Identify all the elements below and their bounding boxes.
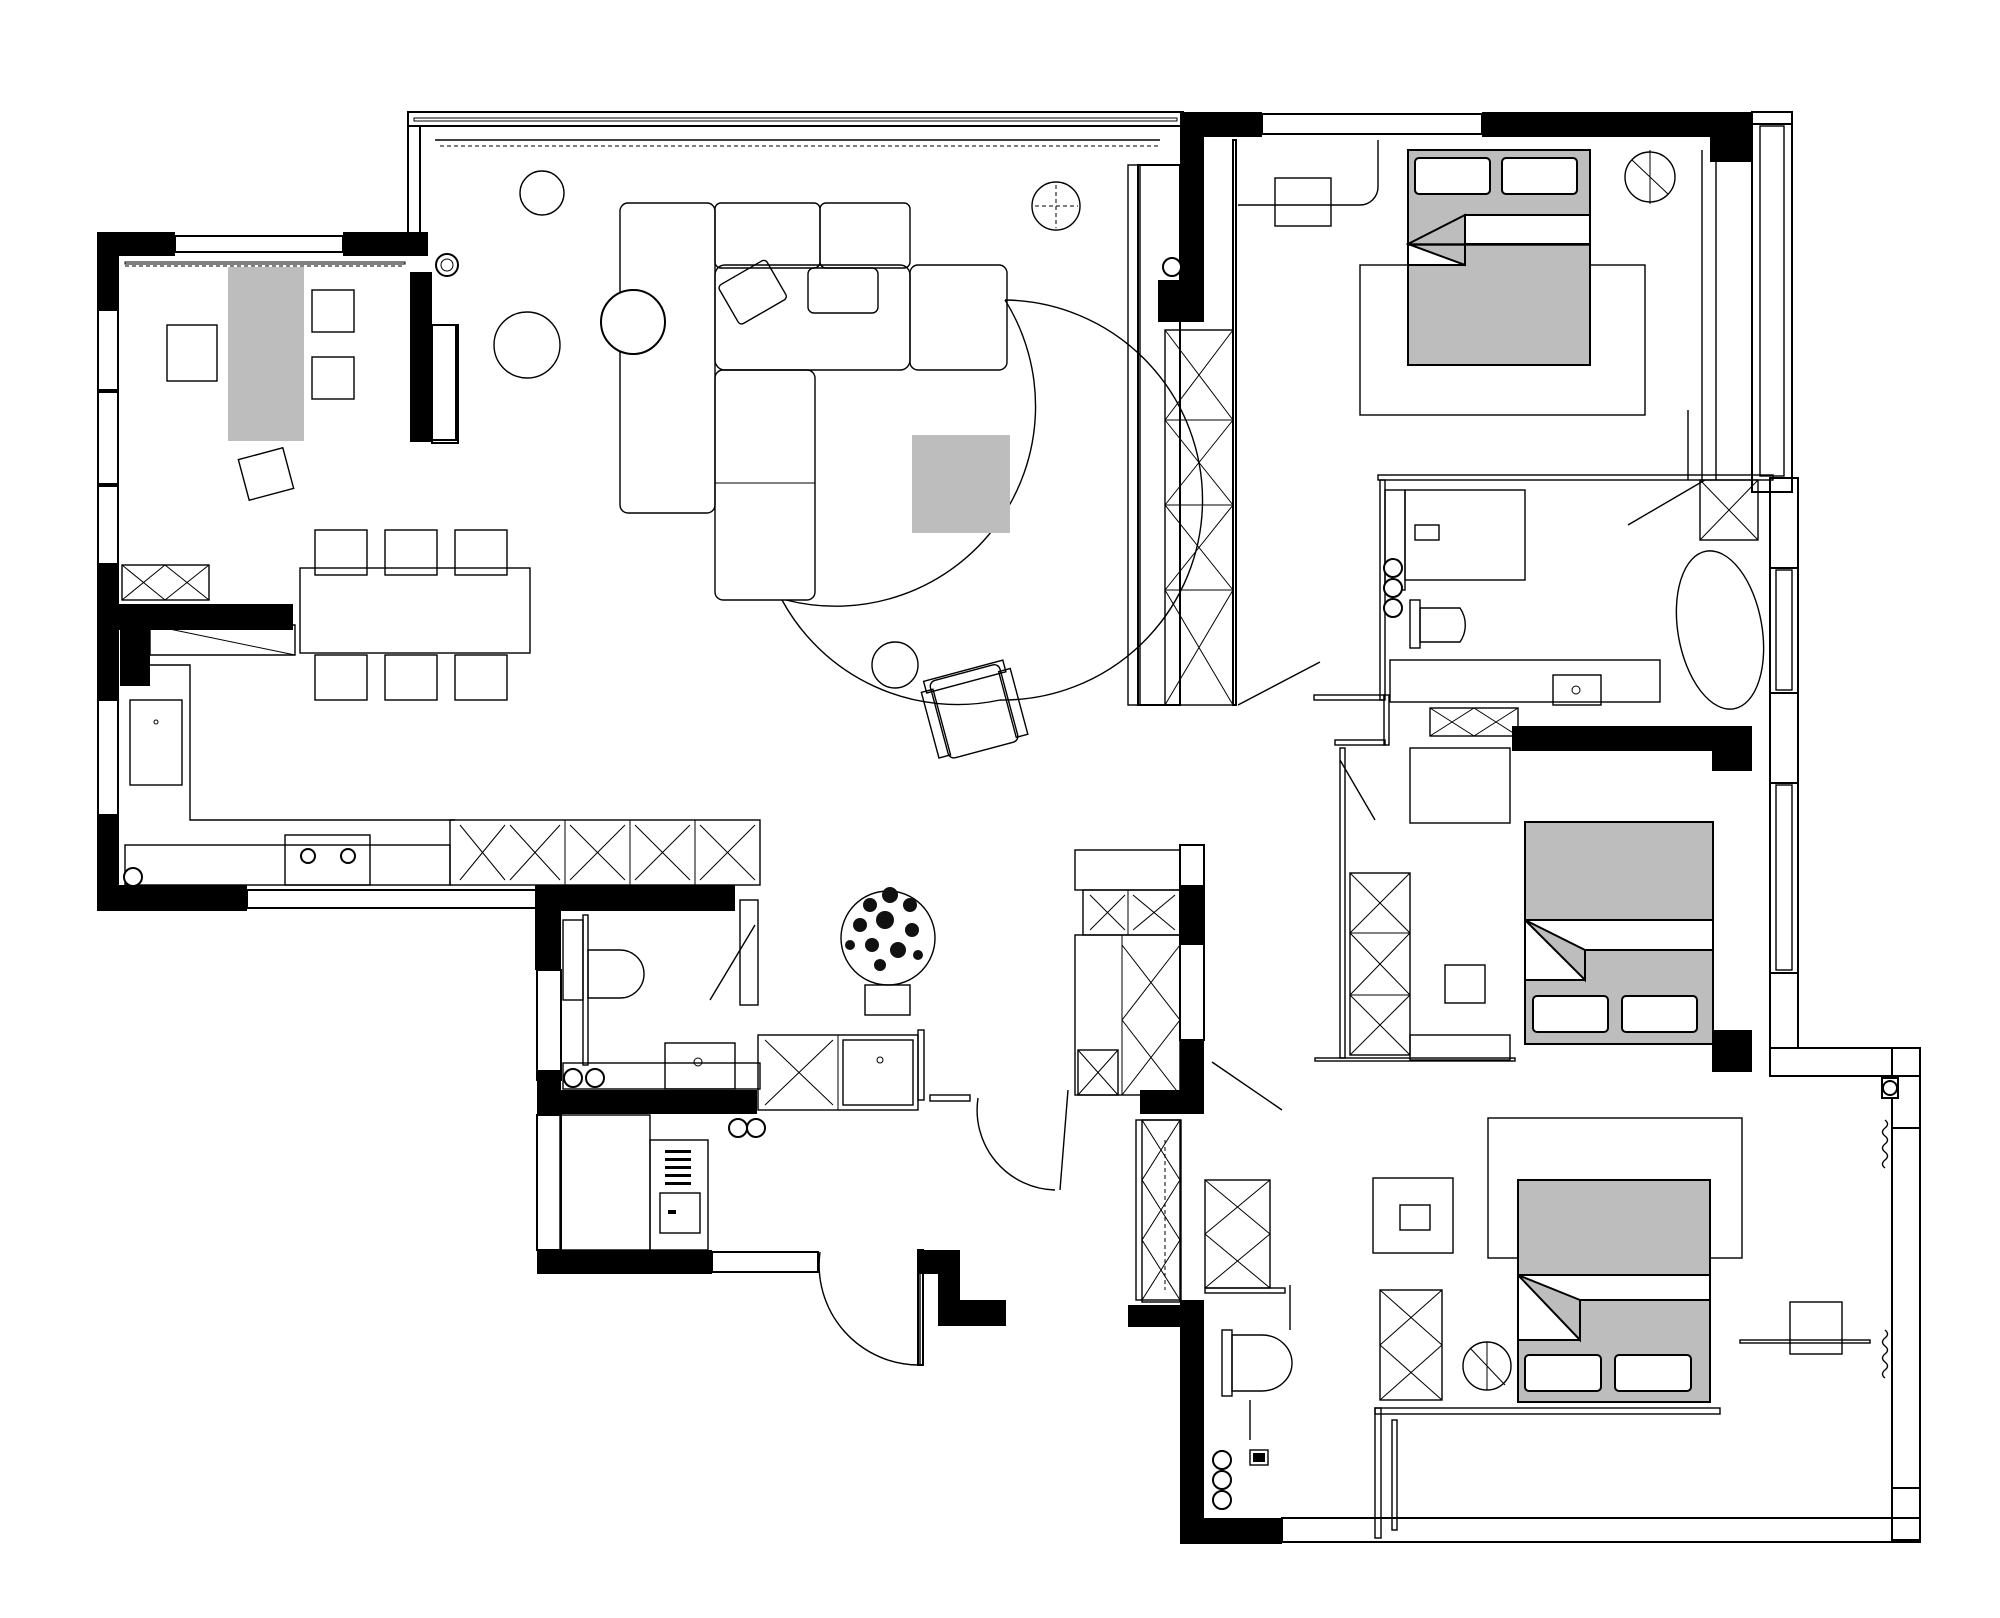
bedroom-3: [1372, 1077, 1899, 1539]
kitchen: [121, 529, 761, 887]
master-bathroom: [1377, 474, 1774, 737]
study-furniture: [124, 253, 459, 502]
plant-icon: [845, 887, 923, 971]
bedroom-2: [1314, 747, 1714, 1062]
guest-bathroom: [1141, 1061, 1293, 1510]
wardrobe-master: [1162, 139, 1321, 706]
hall-wardrobe: [1074, 849, 1182, 1301]
powder-room: [562, 899, 919, 1138]
laundry: [559, 1114, 709, 1251]
entrance: [818, 887, 1069, 1366]
living-room: [493, 170, 1204, 759]
master-bedroom: [1238, 140, 1717, 526]
tall-cabinets-kitchen: [449, 819, 761, 886]
